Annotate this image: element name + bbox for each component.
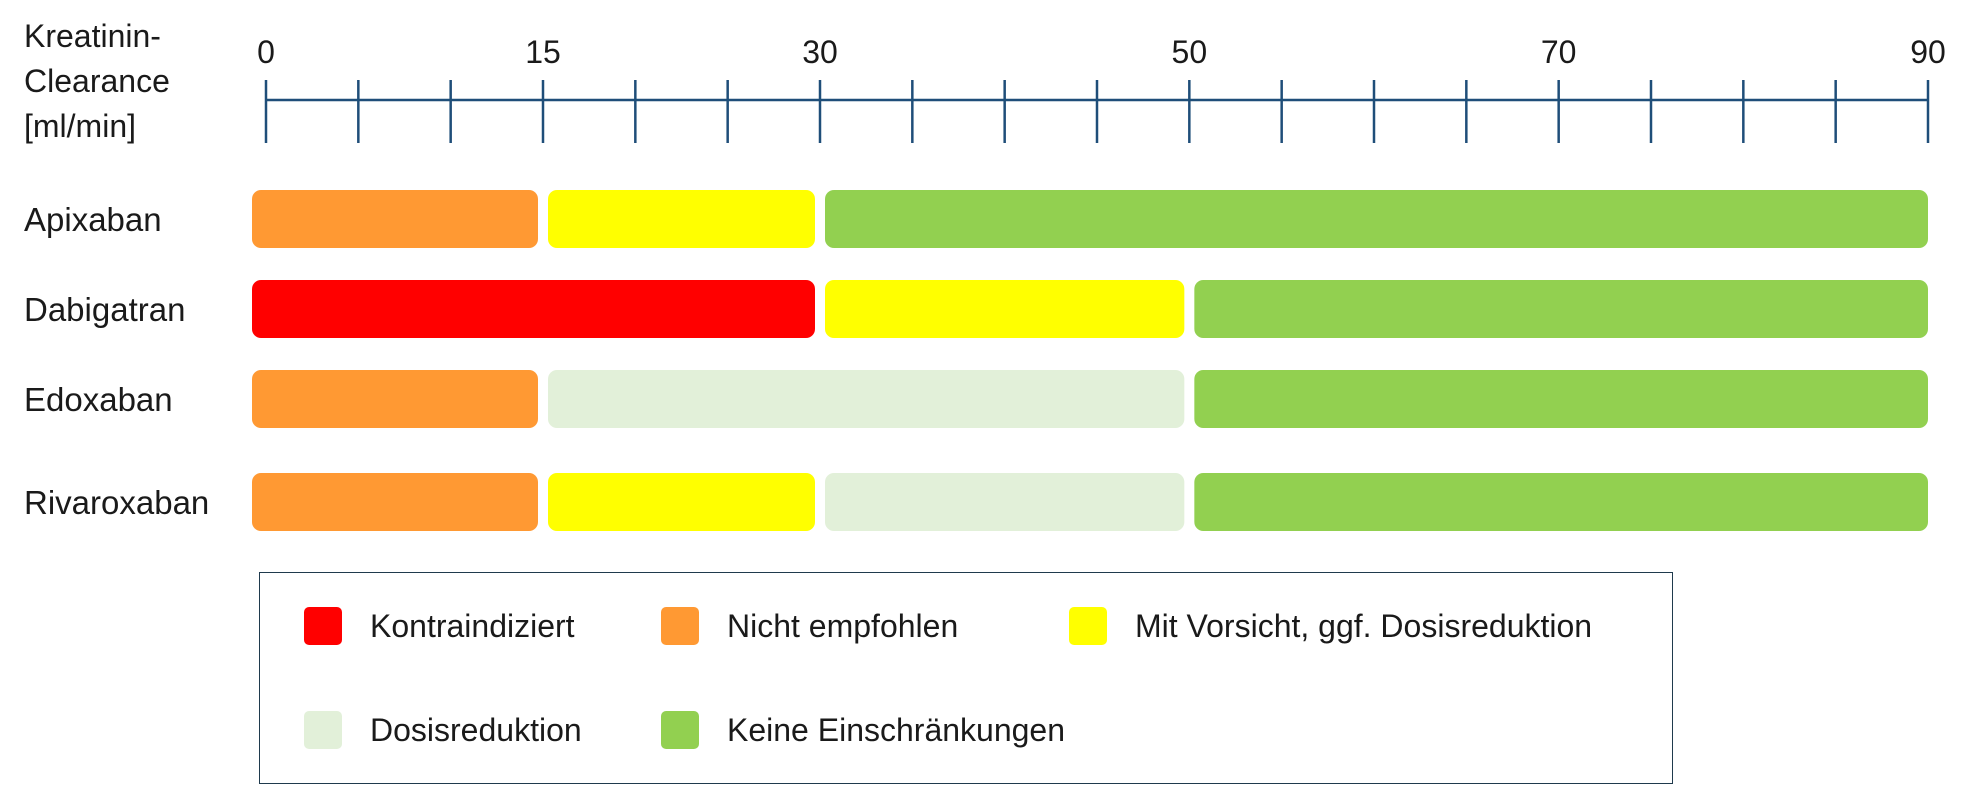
bar-segment-edoxaban-50-90 [1194, 370, 1928, 428]
legend-item-vorsicht: Mit Vorsicht, ggf. Dosisreduktion [1069, 607, 1592, 645]
legend-swatch-dosisreduktion [304, 711, 342, 749]
tick-label-90: 90 [1910, 34, 1946, 70]
row-label-edoxaban: Edoxaban [24, 381, 173, 418]
row-label-apixaban: Apixaban [24, 201, 162, 238]
tick-label-70: 70 [1541, 34, 1577, 70]
axis-title: Kreatinin- Clearance [ml/min] [24, 14, 170, 149]
legend-label-keine: Keine Einschränkungen [727, 711, 1066, 748]
tick-label-50: 50 [1172, 34, 1208, 70]
legend-item-dosisreduktion: Dosisreduktion [304, 711, 582, 749]
legend-item-keine: Keine Einschränkungen [661, 711, 1065, 749]
bar-segment-rivaroxaban-0-15 [252, 473, 538, 531]
clearance-chart: 0 15 30 50 70 90 [252, 34, 1946, 531]
bar-segment-dabigatran-0-30 [252, 280, 815, 338]
legend-item-kontraindiziert: Kontraindiziert [304, 607, 575, 645]
legend-label-vorsicht: Mit Vorsicht, ggf. Dosisreduktion [1135, 607, 1593, 644]
bar-segment-rivaroxaban-50-90 [1194, 473, 1928, 531]
bar-segment-dabigatran-30-50 [825, 280, 1185, 338]
axis-title-line-3: [ml/min] [24, 108, 136, 144]
legend-swatch-nicht-empfohlen [661, 607, 699, 645]
legend-label-nicht-empfohlen: Nicht empfohlen [727, 607, 959, 644]
legend-label-kontraindiziert: Kontraindiziert [370, 607, 575, 644]
tick-label-15: 15 [525, 34, 561, 70]
row-label-rivaroxaban: Rivaroxaban [24, 484, 210, 521]
legend-swatch-kontraindiziert [304, 607, 342, 645]
axis-title-line-2: Clearance [24, 63, 170, 99]
legend-swatch-vorsicht [1069, 607, 1107, 645]
legend-item-nicht-empfohlen: Nicht empfohlen [661, 607, 958, 645]
bar-segment-apixaban-0-15 [252, 190, 538, 248]
bar-segment-rivaroxaban-15-30 [548, 473, 815, 531]
axis-title-line-1: Kreatinin- [24, 18, 161, 54]
legend-swatch-keine [661, 711, 699, 749]
legend: Kontraindiziert Nicht empfohlen Mit Vors… [259, 572, 1673, 784]
row-label-dabigatran: Dabigatran [24, 291, 186, 328]
bar-segment-edoxaban-0-15 [252, 370, 538, 428]
bar-segment-edoxaban-15-50 [548, 370, 1185, 428]
tick-label-0: 0 [257, 34, 275, 70]
bar-segment-apixaban-30-90 [825, 190, 1928, 248]
legend-label-dosisreduktion: Dosisreduktion [370, 711, 582, 748]
bar-segment-rivaroxaban-30-50 [825, 473, 1185, 531]
tick-label-30: 30 [802, 34, 838, 70]
bar-segment-apixaban-15-30 [548, 190, 815, 248]
bar-segment-dabigatran-50-90 [1194, 280, 1928, 338]
